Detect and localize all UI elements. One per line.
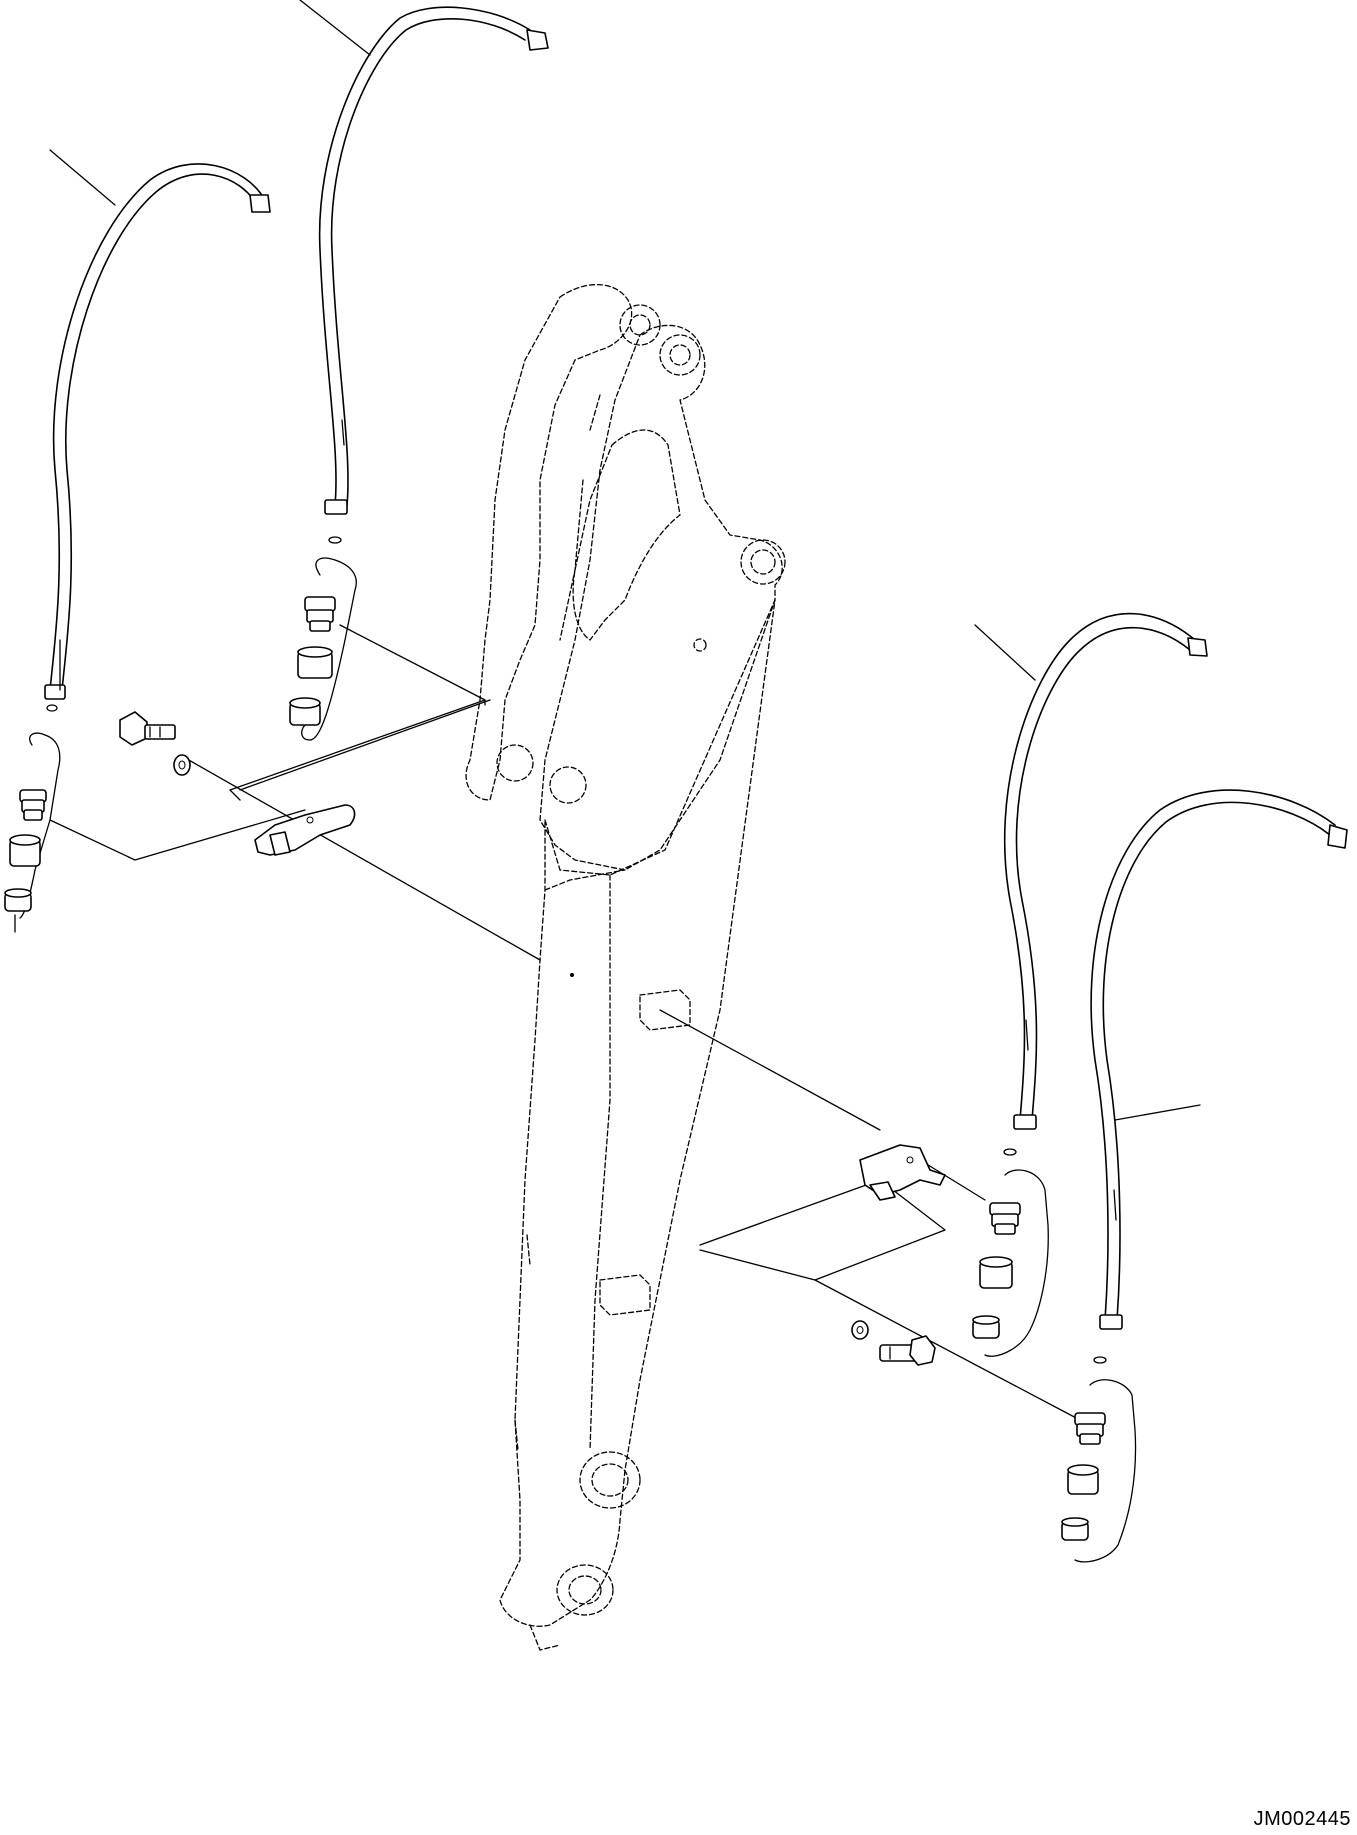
hose-right-back [1091,790,1347,1329]
arm-clamp-mount-lower [600,1275,650,1315]
upper-pin-boss [620,305,700,375]
leader-lines [50,0,1200,1420]
hose-upper-center [320,7,548,514]
clamp-lower [860,1145,945,1200]
middle-pin-boss [741,540,785,584]
bolt-lower [880,1336,935,1365]
washer-upper [174,755,190,775]
fitting-set-upper-center [290,537,356,740]
clamp-upper [255,805,355,855]
bottom-pin-boss [530,1452,640,1650]
arm-clamp-mount-upper [640,990,690,1030]
fitting-set-upper-left [5,705,60,932]
fitting-set-right-back [1062,1357,1136,1562]
lower-bracket-holes [497,639,706,803]
fitting-set-right-front [973,1149,1048,1356]
washer-lower [852,1321,868,1339]
arm-body [466,285,785,1650]
hose-right-front [1005,614,1207,1129]
bolt-upper [120,712,175,745]
hose-upper-left [45,164,270,699]
drawing-id-label: JM002445 [1253,1808,1351,1830]
